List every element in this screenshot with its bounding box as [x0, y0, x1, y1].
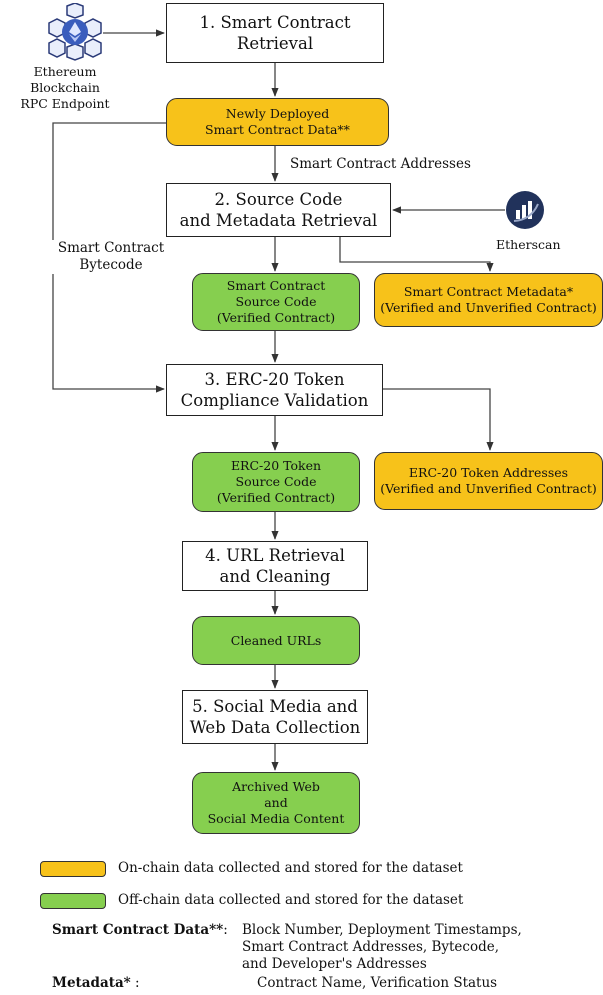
- edge-label-contract-addresses: Smart Contract Addresses: [290, 156, 471, 172]
- step-2-source-code-metadata-retrieval: 2. Source Code and Metadata Retrieval: [166, 183, 391, 237]
- etherscan-icon: [505, 190, 545, 230]
- legend-onchain-swatch: [40, 861, 106, 877]
- step-5-social-web-data-collection: 5. Social Media and Web Data Collection: [182, 690, 368, 744]
- smart-contract-source-code-node: Smart Contract Source Code (Verified Con…: [192, 273, 360, 331]
- note-metadata-term: Metadata* :: [52, 975, 140, 991]
- note-contract-data-term: Smart Contract Data**:: [52, 922, 228, 938]
- etherscan-label: Etherscan: [496, 237, 561, 252]
- arrow-step2-to-metadata: [339, 237, 494, 272]
- ethereum-rpc-label: Ethereum Blockchain RPC Endpoint: [20, 64, 110, 111]
- step-3-erc20-compliance-validation: 3. ERC-20 Token Compliance Validation: [166, 364, 383, 416]
- newly-deployed-contract-data-node: Newly Deployed Smart Contract Data**: [166, 98, 389, 146]
- erc20-token-source-code-node: ERC-20 Token Source Code (Verified Contr…: [192, 452, 360, 512]
- smart-contract-metadata-node: Smart Contract Metadata* (Verified and U…: [374, 273, 603, 327]
- erc20-token-addresses-node: ERC-20 Token Addresses (Verified and Unv…: [374, 452, 603, 510]
- note-metadata-def: Contract Name, Verification Status: [257, 975, 498, 991]
- archived-web-social-media-node: Archived Web and Social Media Content: [192, 772, 360, 834]
- cleaned-urls-node: Cleaned URLs: [192, 616, 360, 665]
- legend-offchain-swatch: [40, 893, 106, 909]
- legend-offchain-label: Off-chain data collected and stored for …: [118, 892, 464, 908]
- ethereum-blockchain-icon: [43, 2, 107, 61]
- arrow-step3-to-erc20addresses: [383, 388, 494, 451]
- legend-onchain-label: On-chain data collected and stored for t…: [118, 860, 463, 876]
- step-4-url-retrieval-cleaning: 4. URL Retrieval and Cleaning: [182, 541, 368, 591]
- note-contract-data-def: Block Number, Deployment Timestamps, Sma…: [242, 922, 522, 972]
- edge-label-contract-bytecode: Smart Contract Bytecode: [44, 240, 178, 274]
- step-1-smart-contract-retrieval: 1. Smart Contract Retrieval: [166, 3, 384, 63]
